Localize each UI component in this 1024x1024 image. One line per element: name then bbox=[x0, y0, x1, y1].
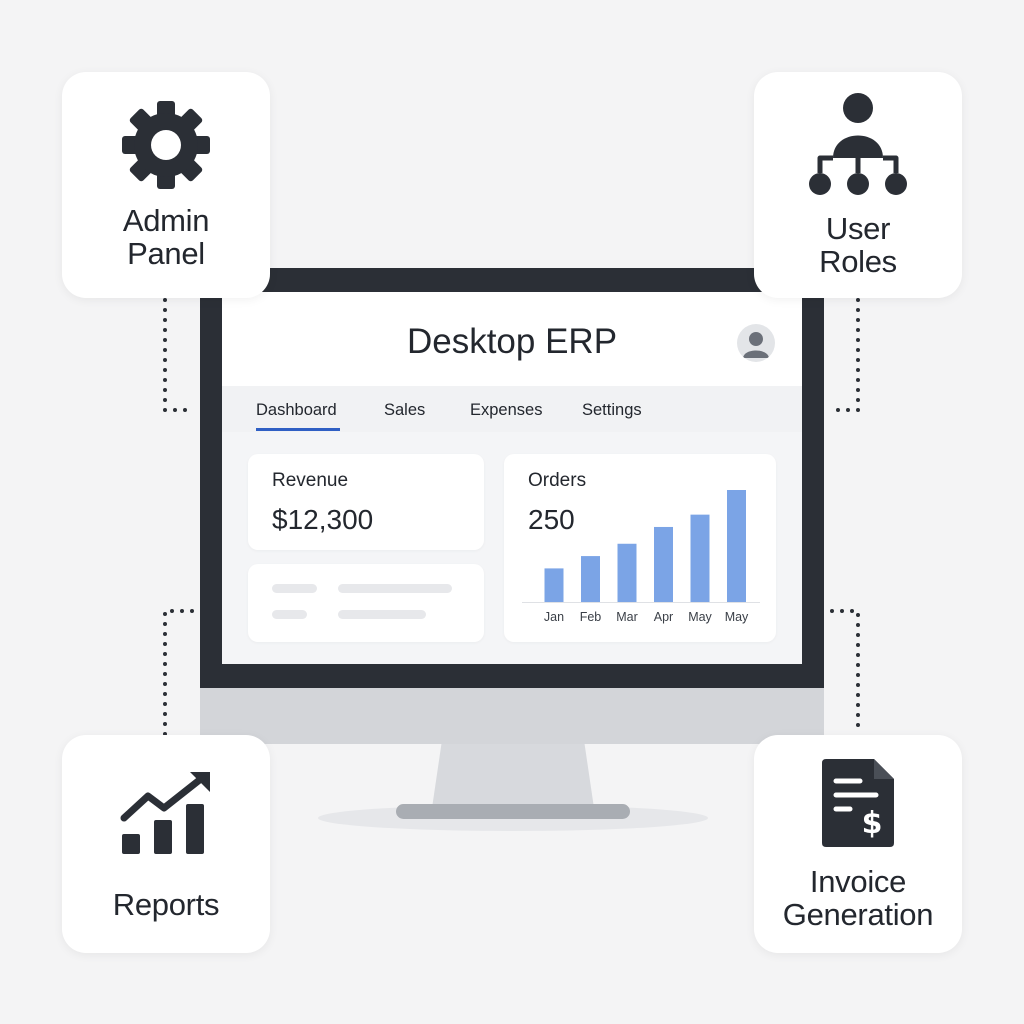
chart-bar bbox=[581, 556, 600, 602]
orders-value: 250 bbox=[528, 504, 575, 535]
orders-card[interactable]: Jan Feb Mar Apr May May Orders 250 bbox=[504, 454, 776, 642]
user-roles-card[interactable]: User Roles bbox=[754, 72, 962, 298]
skeleton-line bbox=[338, 610, 426, 619]
chart-tick-label: May bbox=[725, 610, 749, 624]
connector-admin bbox=[163, 298, 194, 412]
chart-bar bbox=[544, 568, 564, 602]
invoice-generation-card[interactable]: $ Invoice Generation bbox=[754, 735, 962, 953]
chart-tick-label: Apr bbox=[654, 610, 673, 624]
chart-bar bbox=[617, 543, 637, 602]
connector-reports bbox=[163, 609, 194, 737]
chart-tick-label: May bbox=[688, 610, 712, 624]
monitor-stand-neck bbox=[432, 742, 594, 808]
user-avatar-icon bbox=[743, 332, 769, 358]
reports-label: Reports bbox=[112, 886, 220, 922]
chart-bar bbox=[654, 526, 673, 602]
monitor-screen: Desktop ERP Dashboard Sales Expenses Set… bbox=[222, 292, 802, 664]
invoice-dollar-icon: $ bbox=[822, 759, 894, 847]
skeleton-line bbox=[338, 584, 452, 593]
chart-tick-label: Jan bbox=[544, 610, 564, 624]
chart-bar bbox=[727, 490, 746, 602]
orders-label: Orders bbox=[528, 470, 587, 491]
invoice-generation-label: Invoice Generation bbox=[782, 864, 934, 932]
connector-roles bbox=[830, 298, 860, 412]
revenue-value: $12,300 bbox=[272, 504, 374, 535]
reports-card[interactable]: Reports bbox=[62, 735, 270, 953]
svg-text:$: $ bbox=[862, 806, 883, 841]
admin-panel-label: Admin Panel bbox=[122, 203, 210, 271]
revenue-label: Revenue bbox=[272, 470, 349, 491]
tab-expenses[interactable]: Expenses bbox=[470, 401, 543, 419]
tab-dashboard[interactable]: Dashboard bbox=[256, 401, 337, 419]
tab-settings[interactable]: Settings bbox=[582, 401, 642, 419]
chart-tick-label: Mar bbox=[616, 610, 638, 624]
active-tab-indicator bbox=[256, 428, 340, 431]
gear-icon bbox=[122, 101, 210, 189]
growth-chart-icon bbox=[120, 771, 210, 854]
app-title: Desktop ERP bbox=[406, 322, 618, 361]
user-hierarchy-icon bbox=[809, 93, 907, 195]
app-header: Desktop ERP bbox=[222, 292, 802, 386]
skeleton-line bbox=[272, 610, 307, 619]
user-roles-label: User Roles bbox=[819, 211, 897, 279]
chart-bar bbox=[690, 514, 710, 602]
revenue-card[interactable]: Revenue $12,300 bbox=[248, 454, 484, 550]
monitor-chin bbox=[200, 688, 824, 744]
connector-invoice bbox=[830, 609, 860, 737]
admin-panel-card[interactable]: Admin Panel bbox=[62, 72, 270, 298]
placeholder-card bbox=[248, 564, 484, 642]
monitor-stand-base bbox=[396, 804, 630, 819]
nav-bar bbox=[222, 386, 802, 432]
tab-sales[interactable]: Sales bbox=[384, 401, 426, 419]
orders-bar-chart: Jan Feb Mar Apr May May bbox=[522, 490, 760, 624]
skeleton-line bbox=[272, 584, 317, 593]
chart-tick-label: Feb bbox=[580, 610, 602, 624]
avatar[interactable] bbox=[737, 324, 775, 362]
